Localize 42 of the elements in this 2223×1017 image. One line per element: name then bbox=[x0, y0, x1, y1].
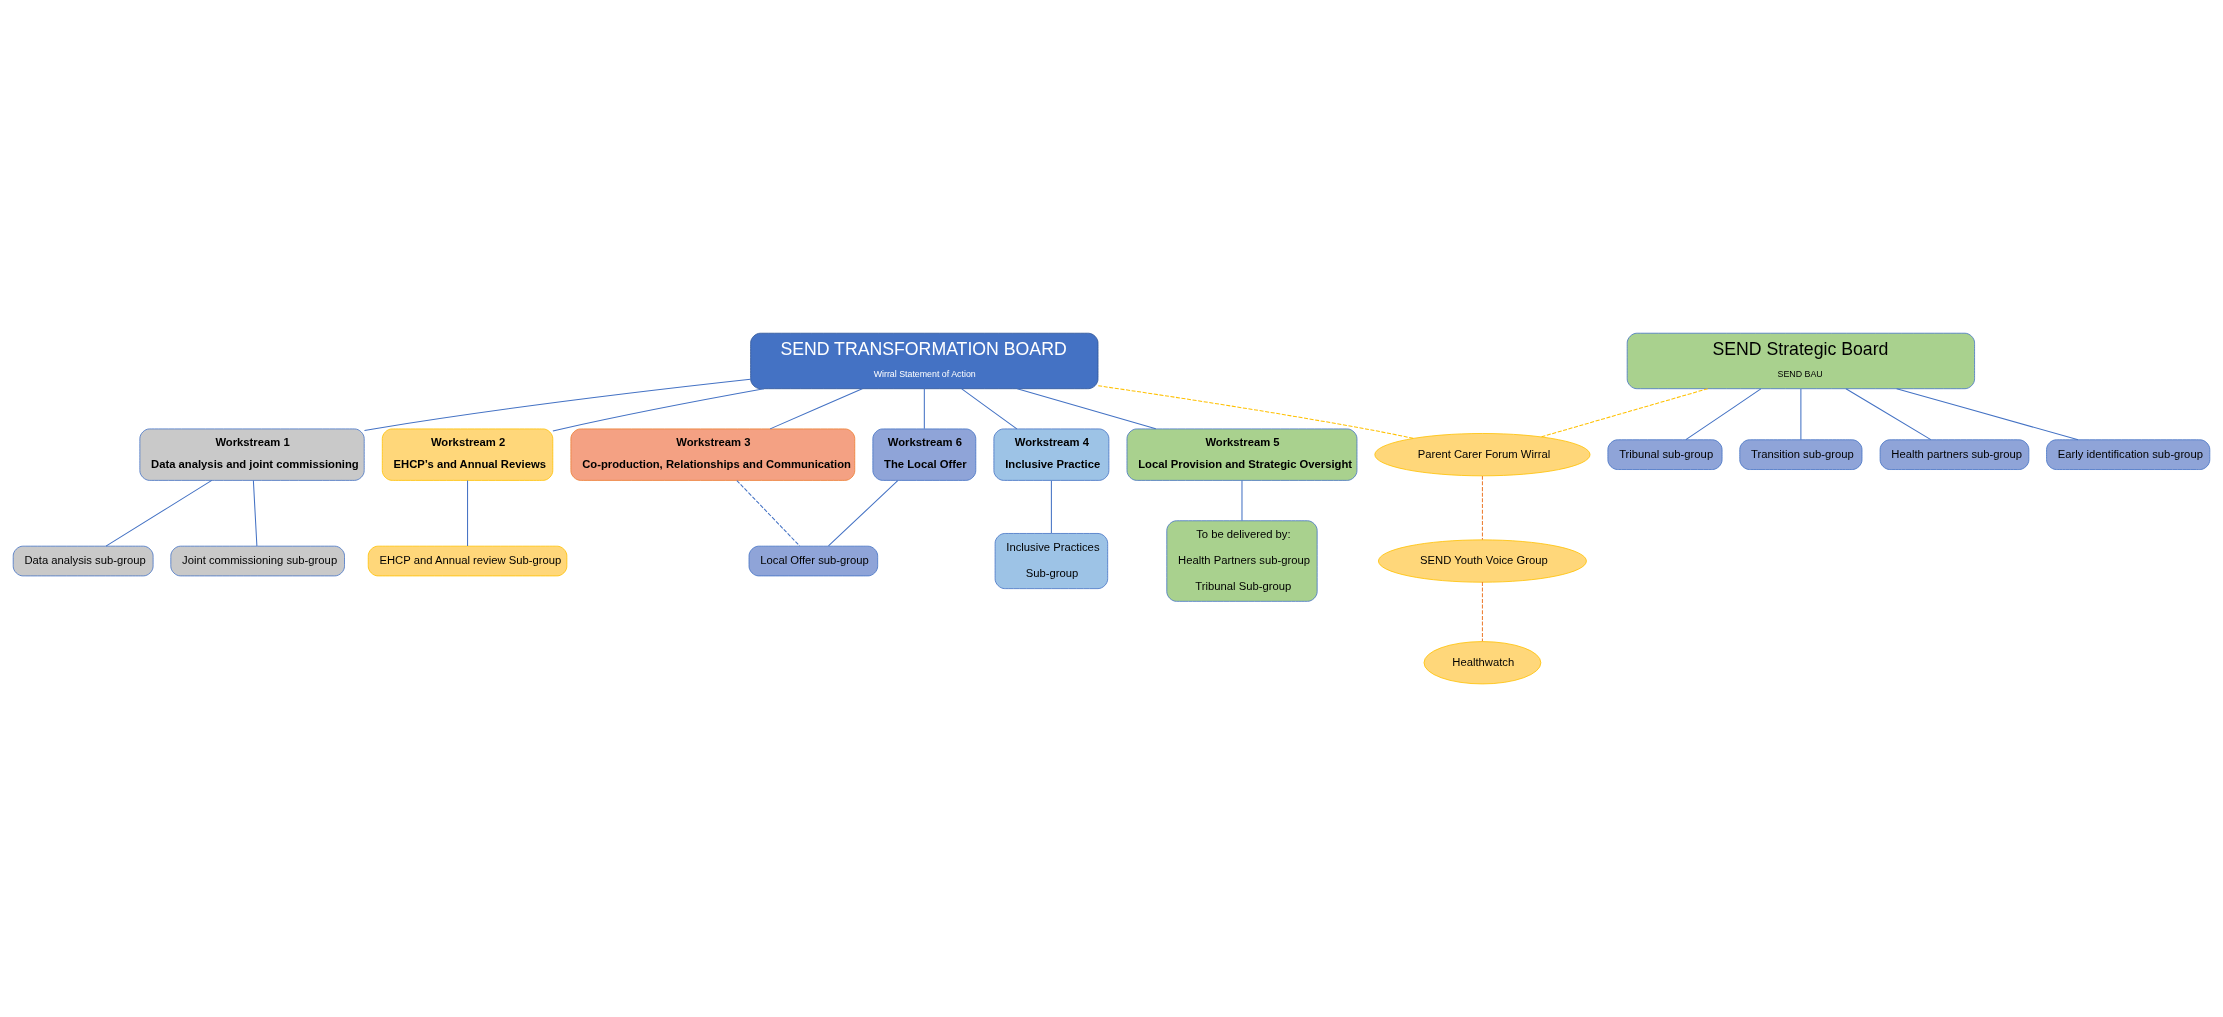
connector bbox=[1097, 385, 1415, 439]
node-box: Workstream 3 Co-production, Relationships and Communication bbox=[570, 428, 856, 481]
node-box: SEND TRANSFORMATION BOARD Wirral Statement of Action bbox=[750, 332, 1099, 390]
node-box: Tribunal sub-group bbox=[1607, 439, 1723, 470]
connector bbox=[923, 388, 925, 430]
node-box: Workstream 1 Data analysis and joint commissioning bbox=[139, 428, 365, 481]
connector bbox=[552, 388, 765, 432]
connector bbox=[1481, 581, 1483, 642]
node-box: Inclusive Practices Sub-group bbox=[994, 533, 1109, 589]
connector bbox=[1845, 388, 1932, 441]
node-box: Workstream 2 EHCP’s and Annual Reviews bbox=[381, 428, 554, 481]
connector bbox=[736, 480, 801, 547]
connector bbox=[1050, 480, 1052, 534]
node-box: Early identification sub-group bbox=[2046, 439, 2211, 470]
node-box: Joint commissioning sub-group bbox=[170, 545, 345, 577]
connector bbox=[1685, 388, 1762, 441]
node-box: Health partners sub-group bbox=[1879, 439, 2030, 470]
connector bbox=[1481, 475, 1483, 541]
node-ellipse: Healthwatch bbox=[1423, 641, 1542, 685]
connector bbox=[1800, 388, 1802, 441]
node-box: EHCP and Annual review Sub-group bbox=[367, 545, 568, 577]
node-box: Workstream 5 Local Provision and Strategic Oversight bbox=[1126, 428, 1358, 481]
node-box: Workstream 6 The Local Offer bbox=[872, 428, 977, 481]
connector bbox=[1241, 480, 1243, 522]
connector bbox=[769, 388, 863, 430]
connector bbox=[1896, 388, 2079, 441]
connector bbox=[467, 480, 469, 547]
node-box: Workstream 4 Inclusive Practice bbox=[993, 428, 1110, 481]
node-box: To be delivered by: Health Partners sub-group Tribunal Sub-group bbox=[1166, 520, 1318, 602]
node-box: SEND Strategic Board SEND BAU bbox=[1626, 332, 1975, 390]
connector bbox=[961, 388, 1018, 430]
node-ellipse: SEND Youth Voice Group bbox=[1378, 539, 1587, 583]
connector bbox=[1540, 388, 1709, 438]
node-box: Local Offer sub-group bbox=[748, 545, 879, 577]
node-ellipse: Parent Carer Forum Wirral bbox=[1374, 433, 1591, 477]
node-box: Transition sub-group bbox=[1739, 439, 1863, 470]
connector bbox=[105, 479, 213, 547]
connector bbox=[252, 480, 258, 547]
connector bbox=[827, 480, 899, 547]
connector bbox=[363, 378, 751, 431]
node-box: Data analysis sub-group bbox=[12, 545, 154, 577]
connector bbox=[1016, 388, 1157, 430]
